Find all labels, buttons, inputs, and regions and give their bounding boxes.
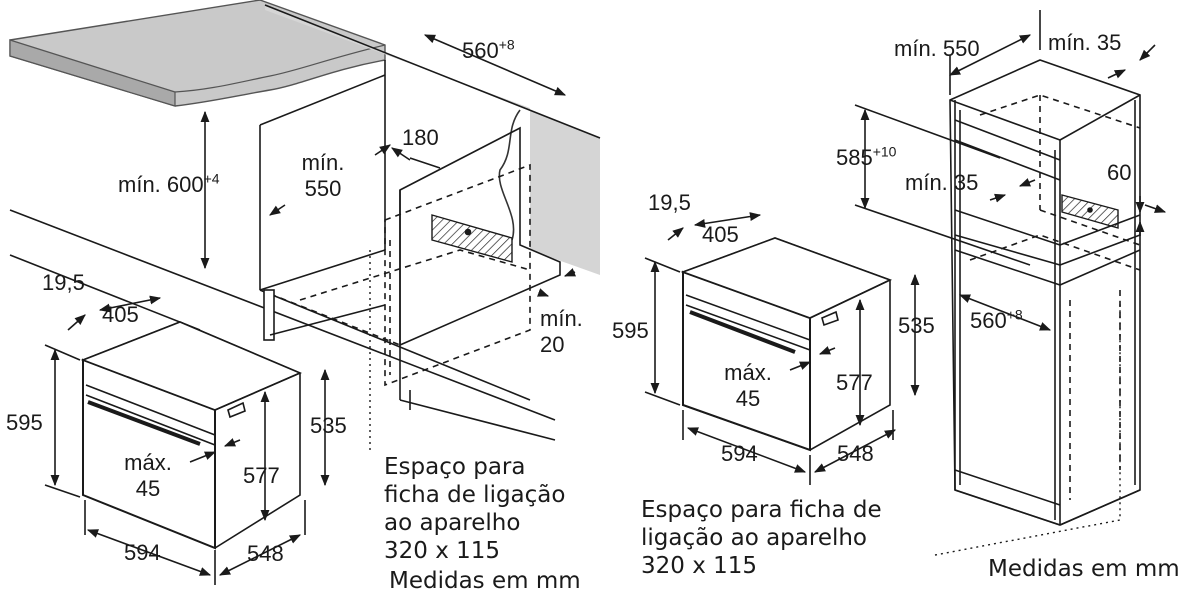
right-cabinet-depth-label: mín. 550 xyxy=(894,36,980,61)
right-oven-handle-depth: 405 xyxy=(702,222,739,247)
left-oven-body-height: 535 xyxy=(310,413,347,438)
left-note-line-4: 320 x 115 xyxy=(384,538,501,564)
right-note-line-3: 320 x 115 xyxy=(641,553,758,579)
left-socket-note: Espaço para ficha de ligação ao aparelho… xyxy=(384,453,565,565)
left-gap-line1: mín. xyxy=(540,306,583,331)
right-cabinet-width-tolerance: +8 xyxy=(1006,306,1023,323)
left-cabinet-depth-label: mín. 550 xyxy=(288,150,358,202)
right-socket-note: Espaço para ficha de ligação ao aparelho… xyxy=(641,496,882,580)
right-tall-cabinet xyxy=(934,59,1141,556)
right-oven-dimensions xyxy=(644,212,920,485)
right-cabinet-height-value: 585 xyxy=(836,145,873,170)
left-cabinet-niche xyxy=(9,60,561,450)
left-gap-line2: 20 xyxy=(540,332,565,357)
right-cabinet-height-tolerance: +10 xyxy=(872,143,897,160)
left-cabinet-depth-line1: mín. xyxy=(301,150,345,175)
left-units-note: Medidas em mm xyxy=(389,568,581,594)
right-cabinet-vent-label: 60 xyxy=(1107,160,1132,185)
right-cabinet-width-value: 560 xyxy=(970,308,1007,333)
countertop xyxy=(9,0,386,107)
right-oven-max-label: máx. 45 xyxy=(713,360,783,412)
left-oven-width: 594 xyxy=(124,540,161,565)
left-cabinet-width-value: 560 xyxy=(462,38,499,63)
left-cabinet-height-tolerance: +4 xyxy=(203,170,220,187)
left-dimension-lines xyxy=(200,34,577,297)
left-vent-label: 180 xyxy=(402,125,439,150)
right-note-line-1: Espaço para ficha de xyxy=(641,497,882,523)
left-oven-height: 595 xyxy=(6,410,43,435)
right-oven-inner-height: 577 xyxy=(836,370,873,395)
right-oven-width: 594 xyxy=(721,441,758,466)
left-oven-inner-height: 577 xyxy=(243,463,280,488)
left-oven-depth: 548 xyxy=(247,541,284,566)
left-oven-handle-depth: 405 xyxy=(102,302,139,327)
right-oven-depth: 548 xyxy=(837,441,874,466)
left-cabinet-height-value: mín. 600 xyxy=(118,172,204,197)
right-oven-body-height: 535 xyxy=(898,313,935,338)
right-cabinet-height-label: 585+10 xyxy=(836,145,896,171)
left-note-line-2: ficha de ligação xyxy=(384,482,566,508)
right-oven-height: 595 xyxy=(612,318,649,343)
left-note-line-3: ao aparelho xyxy=(384,510,521,536)
left-oven-max-line1: máx. xyxy=(124,450,172,475)
right-oven-front-thickness: 19,5 xyxy=(648,190,691,215)
right-cabinet-side-label: mín. 35 xyxy=(1048,30,1122,55)
left-oven-front-thickness: 19,5 xyxy=(42,270,85,295)
right-oven xyxy=(680,237,893,452)
right-oven-max-line2: 45 xyxy=(735,386,761,411)
right-cabinet-dimensions xyxy=(854,10,1167,331)
left-oven-dimensions xyxy=(44,295,330,585)
left-oven-max-label: máx. 45 xyxy=(113,450,183,502)
left-gap-label: mín. 20 xyxy=(540,306,583,358)
left-note-line-1: Espaço para xyxy=(384,454,526,480)
left-oven-max-line2: 45 xyxy=(135,476,161,501)
right-note-line-2: ligação ao aparelho xyxy=(641,525,868,551)
right-oven-max-line1: máx. xyxy=(724,360,772,385)
left-cabinet-width-tolerance: +8 xyxy=(498,36,515,53)
right-cabinet-width-label: 560+8 xyxy=(970,308,1023,334)
left-oven xyxy=(80,321,303,550)
left-cabinet-height-label: mín. 600+4 xyxy=(118,172,220,198)
right-units-note: Medidas em mm xyxy=(988,556,1180,582)
left-cabinet-depth-line2: 550 xyxy=(304,176,342,201)
right-cabinet-shelf-label: mín. 35 xyxy=(905,170,979,195)
left-cabinet-width-label: 560+8 xyxy=(462,38,515,64)
